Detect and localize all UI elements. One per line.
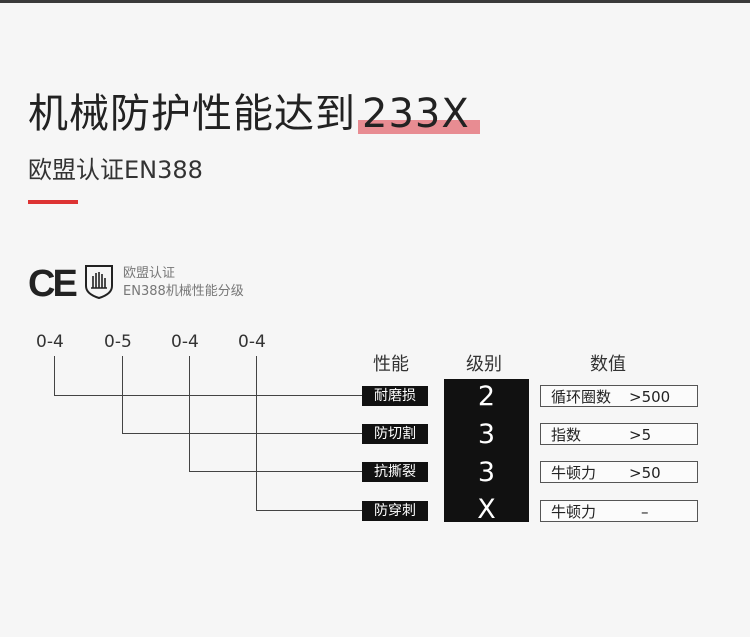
level-value-abrasion: 2 — [477, 381, 496, 412]
metric-value: >50 — [629, 464, 661, 482]
range-label: 0-4 — [238, 332, 266, 352]
connector-line — [122, 433, 362, 434]
metric-name: 指数 — [551, 426, 582, 444]
level-value-tear: 3 — [477, 457, 496, 488]
title-highlight-text: 233X — [362, 91, 470, 137]
connector-line — [189, 471, 362, 472]
connector-line — [54, 395, 362, 396]
range-label: 0-5 — [104, 332, 132, 352]
title-main: 机械防护性能达到 — [28, 91, 356, 137]
connector-line — [256, 356, 257, 511]
title-highlight: 233X — [358, 86, 480, 142]
performance-label-abrasion: 耐磨损 — [362, 386, 428, 406]
range-label: 0-4 — [171, 332, 199, 352]
metric-value: >500 — [629, 388, 671, 406]
connector-line — [54, 356, 55, 396]
performance-label-puncture: 防穿刺 — [362, 501, 428, 521]
column-header-value: 数值 — [590, 354, 626, 375]
badge-text: 欧盟认证 EN388机械性能分级 — [123, 265, 244, 301]
accent-divider — [28, 200, 78, 204]
top-border — [0, 0, 750, 3]
metric-name: 牛顿力 — [551, 503, 597, 521]
connector-line — [189, 356, 190, 472]
level-column — [444, 379, 529, 522]
range-label: 0-4 — [36, 332, 64, 352]
level-value-puncture: X — [477, 494, 496, 525]
metric-name: 循环圈数 — [551, 388, 612, 406]
ce-mark-icon: CE — [28, 263, 78, 305]
performance-label-tear: 抗撕裂 — [362, 462, 428, 482]
metric-name: 牛顿力 — [551, 464, 597, 482]
connector-line — [256, 510, 362, 511]
performance-label-cut: 防切割 — [362, 424, 428, 444]
value-box-tear: 牛顿力 >50 — [540, 461, 698, 483]
value-box-puncture: 牛顿力 – — [540, 500, 698, 522]
connector-line — [122, 356, 123, 434]
level-value-cut: 3 — [477, 419, 496, 450]
value-box-abrasion: 循环圈数 >500 — [540, 385, 698, 407]
badge-line-2: EN388机械性能分级 — [123, 284, 244, 299]
hand-shield-icon — [85, 265, 113, 300]
metric-value: – — [641, 503, 649, 521]
column-header-performance: 性能 — [373, 354, 409, 375]
page-subtitle: 欧盟认证EN388 — [28, 156, 203, 184]
value-box-cut: 指数 >5 — [540, 423, 698, 445]
metric-value: >5 — [629, 426, 652, 444]
column-header-level: 级别 — [466, 354, 502, 375]
badge-line-1: 欧盟认证 — [123, 266, 176, 281]
